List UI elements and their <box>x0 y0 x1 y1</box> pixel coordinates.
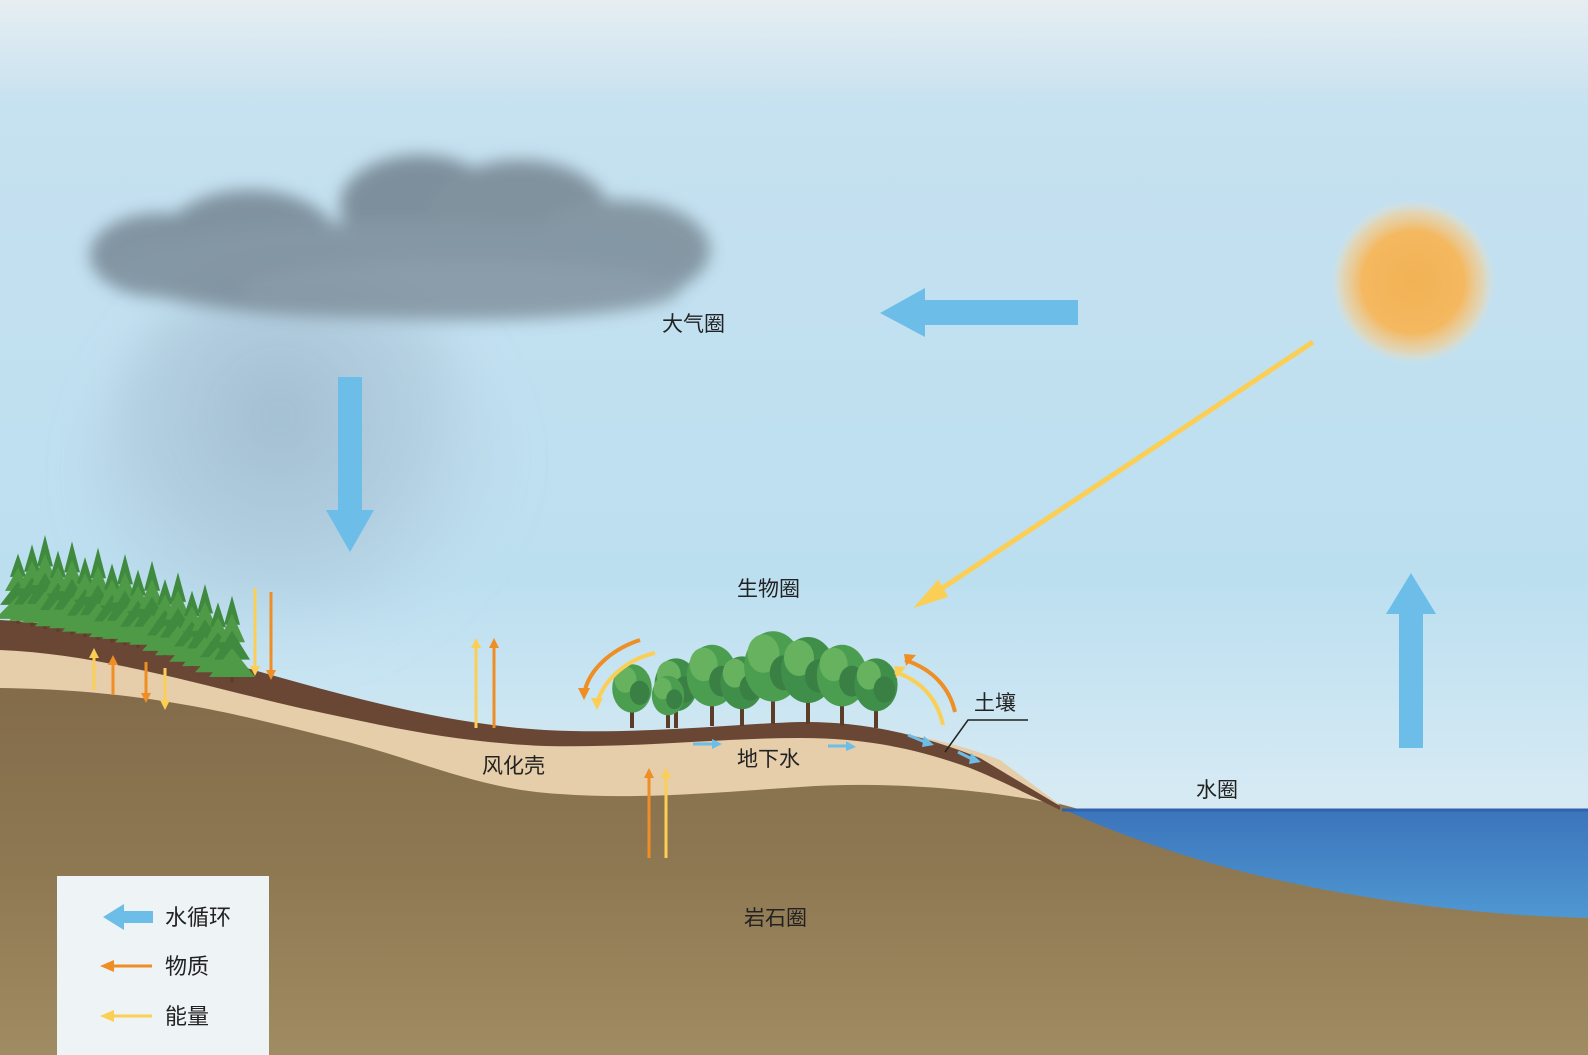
cloud <box>90 155 710 320</box>
energy-arrow-up <box>89 648 99 690</box>
energy-arrow-down <box>160 668 170 710</box>
label-hydrosphere: 水圈 <box>1196 778 1238 802</box>
legend-water-cycle-label: 水循环 <box>165 906 231 931</box>
sun <box>1331 200 1495 364</box>
label-weathering-crust: 风化壳 <box>482 754 545 778</box>
label-atmosphere: 大气圈 <box>662 312 725 336</box>
conifer-forest <box>0 535 255 683</box>
legend-energy-label: 能量 <box>165 1005 209 1030</box>
soil-leader-line <box>944 719 1028 753</box>
matter-arrow-up <box>489 638 499 728</box>
matter-energy-arrows <box>89 588 671 858</box>
water-arrow-precipitation <box>326 377 374 552</box>
weathering-crust-layer <box>0 635 1060 805</box>
energy-arrow-down <box>250 588 260 676</box>
label-groundwater: 地下水 <box>737 747 800 771</box>
soil-layer <box>0 620 1060 810</box>
conifer-tree <box>209 595 255 683</box>
legend-matter-icon <box>100 960 152 972</box>
broadleaf-tree <box>612 664 652 728</box>
label-biosphere: 生物圈 <box>737 577 800 601</box>
legend: 水循环 物质 能量 <box>57 876 269 1055</box>
broadleaf-tree <box>651 675 685 728</box>
water-arrow-evaporation <box>1386 573 1436 748</box>
legend-matter-label: 物质 <box>165 955 209 980</box>
lithosphere-rock <box>0 682 1588 1055</box>
matter-arrow-up <box>644 768 654 858</box>
water-arrow-wind <box>880 288 1078 337</box>
energy-arrow-up <box>471 638 481 728</box>
broadleaf-tree <box>854 658 898 728</box>
matter-arrow-up <box>108 655 118 695</box>
legend-energy-icon <box>100 1010 152 1022</box>
rain-haze <box>90 270 510 690</box>
label-lithosphere: 岩石圈 <box>744 906 807 930</box>
broadleaf-forest <box>612 631 898 728</box>
label-soil: 土壤 <box>974 691 1016 715</box>
energy-arrow-up <box>661 768 671 858</box>
solar-radiation-arrow <box>913 339 1315 609</box>
water-cycle-arrows <box>326 288 1436 764</box>
biosphere-exchange-arrows <box>578 638 957 726</box>
matter-arrow-down <box>266 592 276 680</box>
legend-box <box>57 876 269 1055</box>
matter-arrow-down <box>141 662 151 703</box>
legend-water-cycle-icon <box>103 904 153 930</box>
groundwater-flow-arrows <box>693 733 981 764</box>
sea <box>1065 810 1588 918</box>
